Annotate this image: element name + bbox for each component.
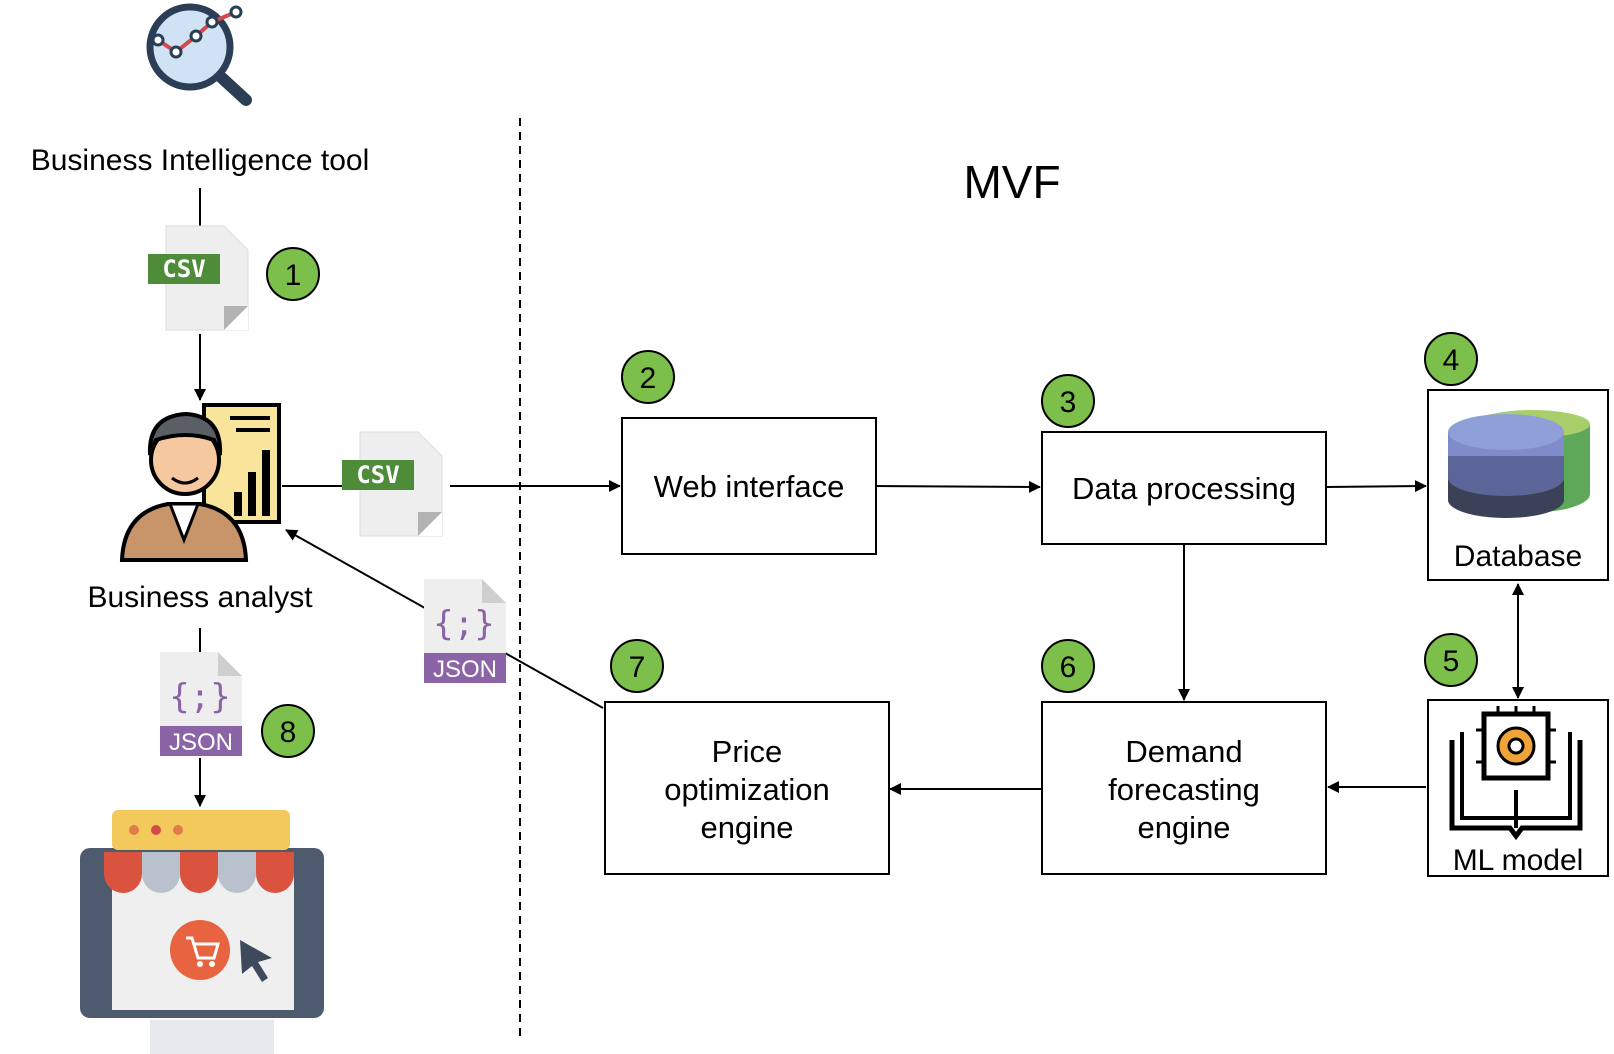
svg-text:{;}: {;} [433,604,494,644]
json-file-icon: {;} JSON [424,579,506,683]
diagram-title: MVF [963,156,1060,208]
svg-text:JSON: JSON [433,656,497,683]
demand-forecasting-label-3: engine [1137,810,1230,845]
step-badge-2: 2 [621,350,675,404]
step-badge-6: 6 [1041,639,1095,693]
ml-model-label: ML model [1453,844,1584,877]
svg-text:5: 5 [1443,645,1460,678]
csv-file-icon: CSV [148,225,249,331]
chip-book-icon [1449,706,1583,841]
svg-text:1: 1 [285,259,302,292]
svg-text:2: 2 [640,362,657,395]
step-badge-3: 3 [1041,374,1095,428]
businessman-chart-icon [119,403,281,562]
bi-tool-label: Business Intelligence tool [31,144,370,177]
data-processing-label: Data processing [1072,471,1296,506]
arrow-web-to-processing [875,480,1041,493]
magnifier-chart-icon [146,3,252,106]
step-badge-7: 7 [610,639,664,693]
step-badge-5: 5 [1424,633,1478,687]
price-optimization-box [604,701,890,875]
step-badge-4: 4 [1424,332,1478,386]
svg-text:4: 4 [1443,344,1460,377]
svg-text:8: 8 [280,716,297,749]
data-processing-box [1041,431,1327,545]
svg-text:JSON: JSON [169,729,233,756]
svg-text:3: 3 [1060,386,1077,419]
analyst-label: Business analyst [87,581,313,614]
step-badge-8: 8 [261,704,315,758]
price-optimization-label-2: optimization [664,772,829,807]
price-optimization-label-1: Price [712,734,783,769]
online-store-icon [80,810,324,1054]
step-badge-1: 1 [266,247,320,301]
svg-text:7: 7 [629,651,646,684]
svg-text:CSV: CSV [162,255,205,283]
demand-forecasting-label-1: Demand [1125,734,1242,769]
json-file-icon: {;} JSON [160,652,242,756]
svg-text:CSV: CSV [356,461,399,489]
database-label: Database [1454,540,1582,573]
web-interface-box [621,417,877,555]
csv-file-icon: CSV [342,428,450,540]
svg-text:{;}: {;} [169,677,230,717]
svg-text:6: 6 [1060,651,1077,684]
price-optimization-label-3: engine [700,810,793,845]
database-cylinders-icon [1448,410,1590,518]
demand-forecasting-label-2: forecasting [1108,772,1260,807]
arrow-processing-to-database [1325,480,1427,493]
web-interface-label: Web interface [654,469,845,504]
